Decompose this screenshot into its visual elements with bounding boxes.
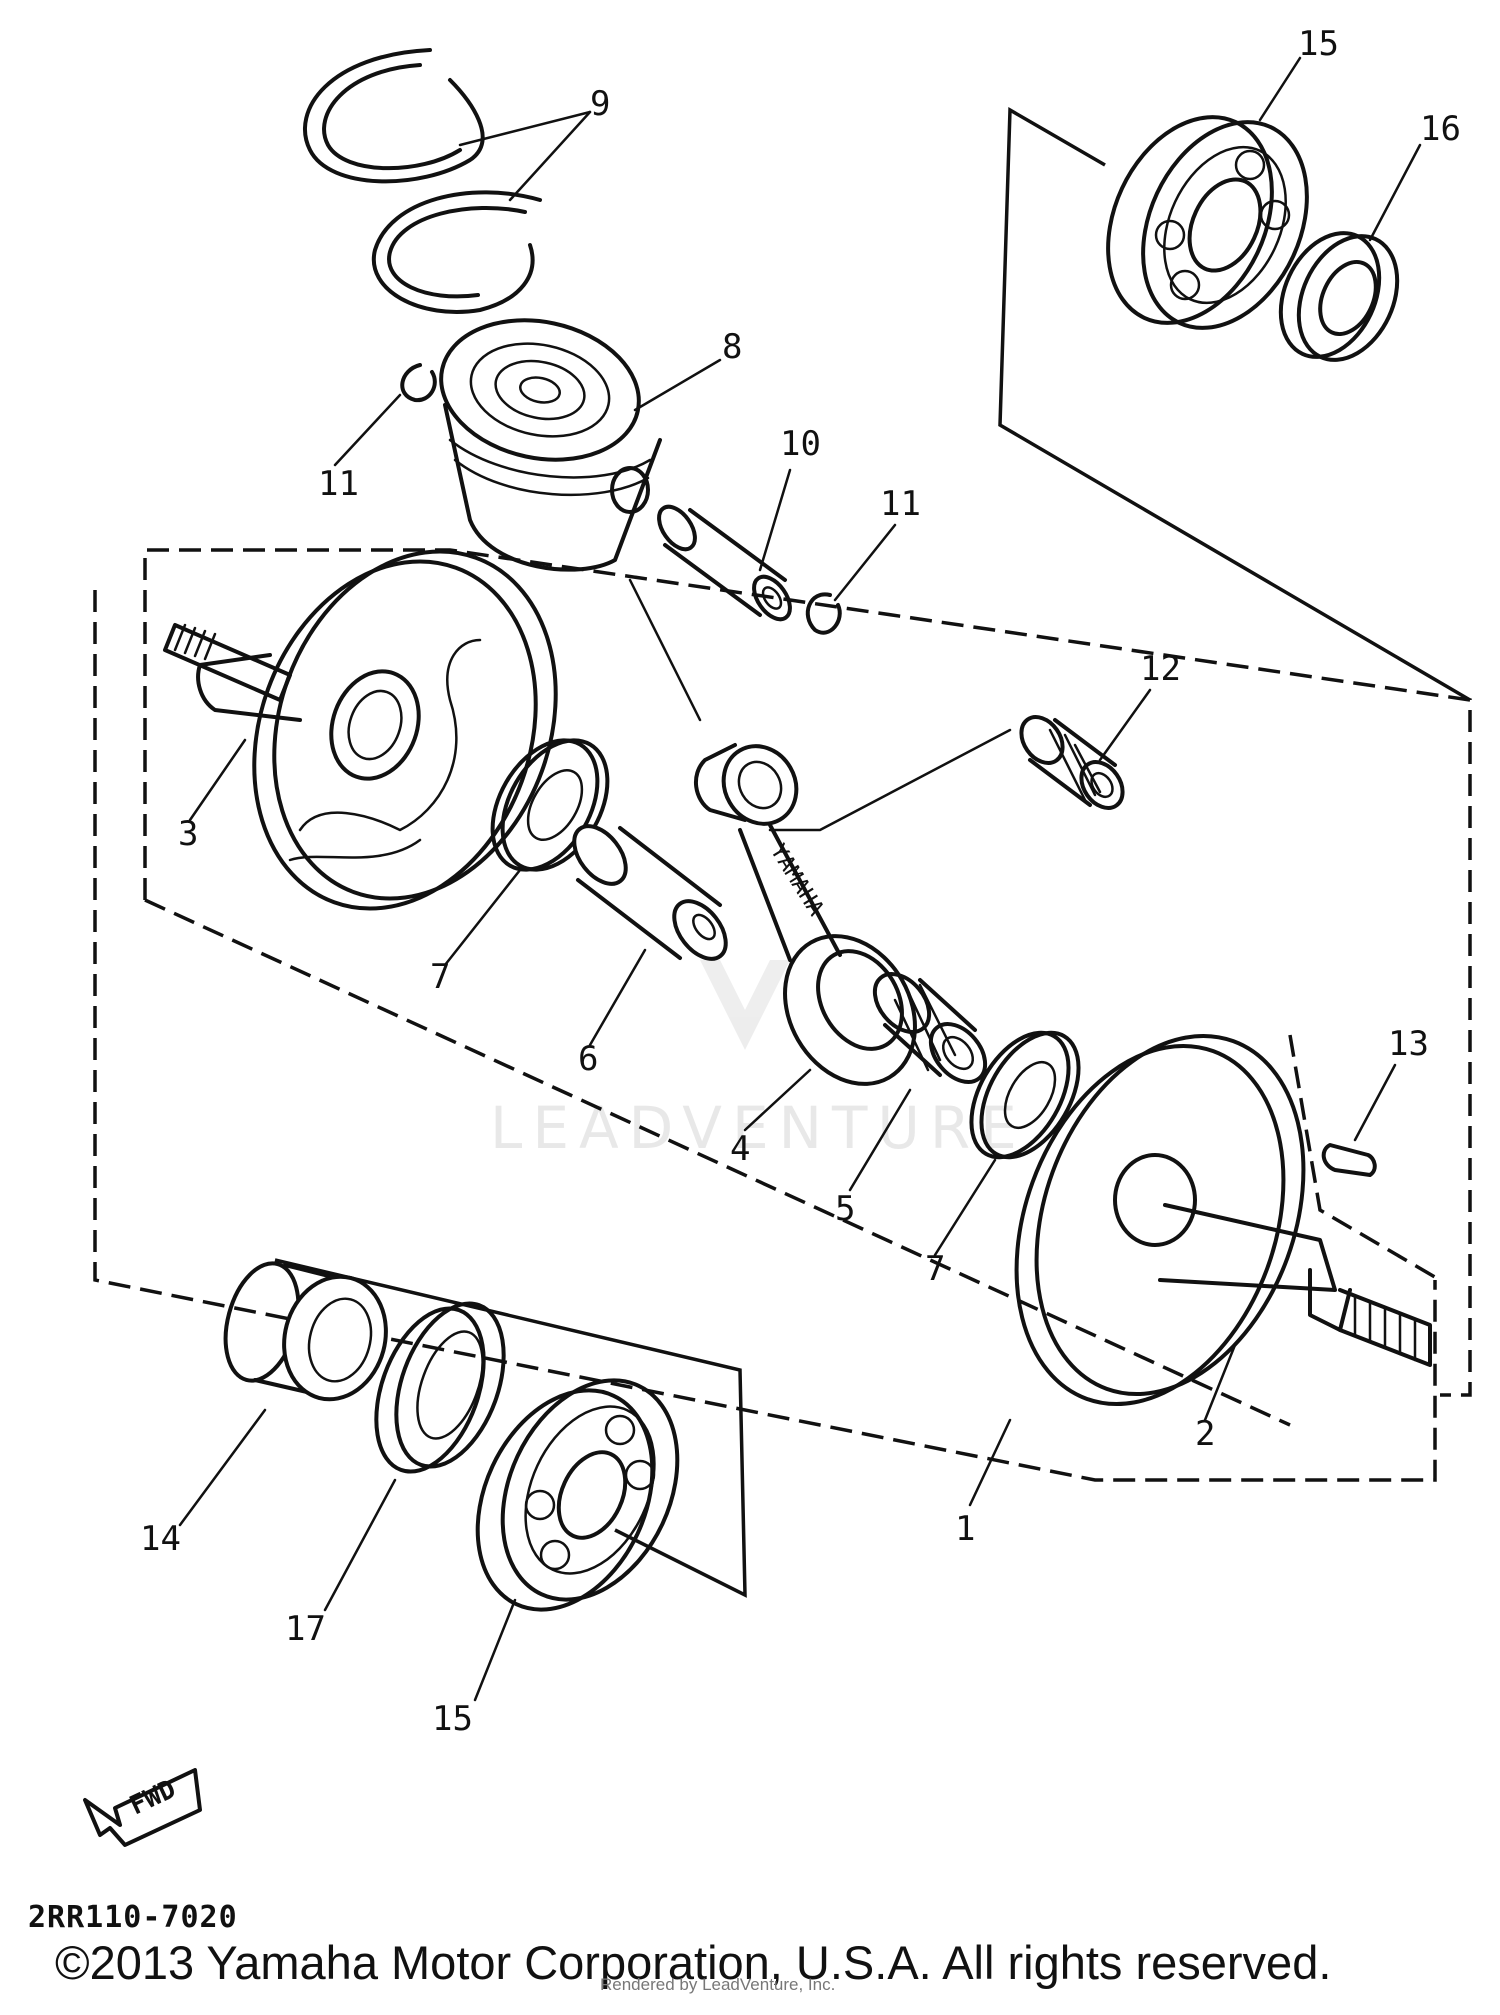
callout-4: 4 [730,1129,750,1169]
callout-6: 6 [578,1039,598,1079]
copyright-text: ©2013 Yamaha Motor Corporation, U.S.A. A… [55,1936,1332,1989]
piston [439,318,722,572]
callout-11-left: 11 [318,464,359,504]
callout-7-left: 7 [430,957,450,997]
oil-seal-bottom [323,1301,506,1612]
rod-marking: YAMAHA [765,840,828,921]
callout-15-top: 15 [1298,24,1339,64]
crank-half-right [1014,1033,1432,1422]
bearing-bottom [473,1378,680,1702]
big-end-bearing [848,972,988,1192]
callout-1: 1 [955,1509,975,1549]
callout-5: 5 [835,1189,855,1229]
circlip-left [333,363,437,467]
rendered-by-text: Rendered by LeadVenture, Inc. [600,1975,836,1994]
callout-16: 16 [1420,109,1461,149]
piston-rings [303,48,592,314]
crank-half-left [163,549,558,911]
connecting-rod: YAMAHA [628,578,917,1132]
watermark-text: LEADVENTURE [490,1094,1027,1162]
diagram-id: 2RR110-7020 [28,1900,238,1935]
watermark: LEADVENTURE [490,960,1027,1162]
fwd-arrow-icon: FWD [83,1768,202,1847]
bracket-bottom-left [274,1258,747,1598]
callout-12: 12 [1140,649,1181,689]
callout-13: 13 [1388,1024,1429,1064]
callout-17: 17 [285,1609,326,1649]
callout-labels: 15 16 9 8 10 11 11 12 3 7 6 4 5 7 13 2 1… [140,24,1461,1739]
collar [178,1261,388,1527]
callout-14: 14 [140,1519,181,1559]
crank-pin [572,824,728,1047]
oil-seal-top-right [1278,143,1422,362]
bracket-top-right [998,107,1471,702]
circlip-right [805,523,897,635]
woodruff-key [1321,1063,1397,1177]
callout-7-right: 7 [925,1249,945,1289]
crank-pin-dashed-box [93,590,1437,1482]
callout-2: 2 [1195,1414,1215,1454]
bearing-top-right [1106,56,1309,330]
piston-pin [657,468,792,622]
callout-3: 3 [178,814,198,854]
thrust-washer-right [933,1030,1081,1257]
callout-11-right: 11 [880,484,921,524]
callout-15-bottom: 15 [432,1699,473,1739]
callout-8: 8 [722,327,742,367]
crank-assembly-dashed-box-lower [144,898,1291,1427]
crank-subbox [1288,1034,1441,1282]
small-end-bearing [768,688,1152,832]
callout-10: 10 [780,424,821,464]
crank-assembly-dashed-box [143,548,1472,1397]
callout-9: 9 [590,84,610,124]
callout-1-leader [968,1418,1012,1507]
